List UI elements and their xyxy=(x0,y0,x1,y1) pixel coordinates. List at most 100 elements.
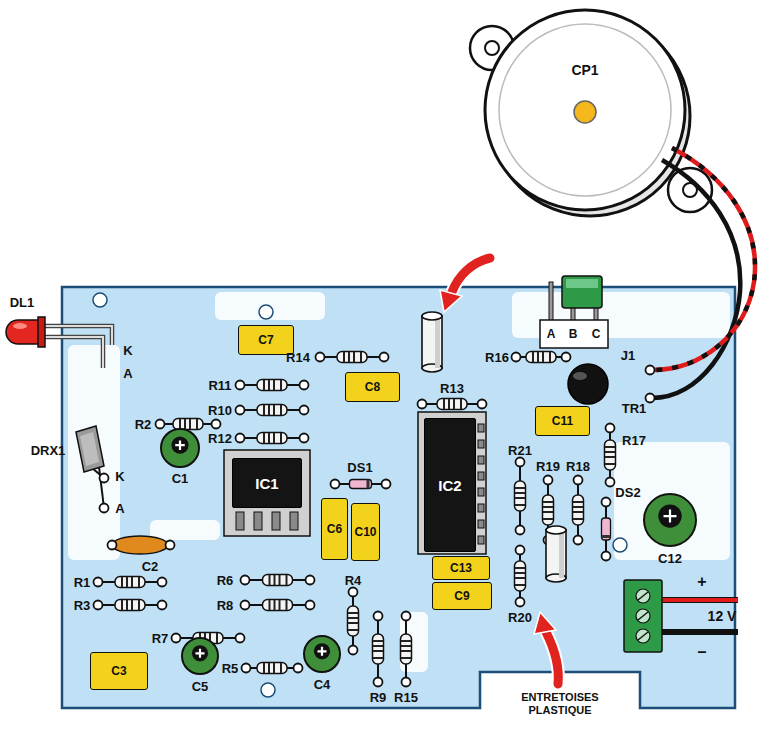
resistor-body-shape xyxy=(257,433,287,444)
resistor-body-shape xyxy=(115,600,145,611)
resistor-band xyxy=(401,645,411,647)
part-label: R5 xyxy=(222,662,239,675)
resistor-band xyxy=(126,577,128,587)
ic-pin xyxy=(272,512,280,530)
resistor-band xyxy=(573,518,583,520)
resistor-body-shape xyxy=(515,481,526,511)
resistor-symbol xyxy=(373,612,384,687)
solder-pad xyxy=(306,576,315,585)
part-label: CP1 xyxy=(571,63,598,77)
solder-pad xyxy=(100,504,109,513)
solder-pad xyxy=(300,381,309,390)
solder-pad xyxy=(606,478,615,487)
polyester-capacitor: C10 xyxy=(351,503,380,561)
arrow-outline xyxy=(546,632,558,684)
component-label: C6 xyxy=(327,523,342,535)
arrow-shaft xyxy=(546,632,558,684)
part-label: B xyxy=(569,328,578,340)
resistor-band xyxy=(373,650,383,652)
pointer-arrow xyxy=(440,258,490,312)
resistor-band xyxy=(605,456,615,458)
led-body xyxy=(6,320,40,344)
resistor-band xyxy=(273,405,275,415)
electrolytic-capacitor xyxy=(161,429,199,467)
solder-pad xyxy=(562,353,571,362)
part-label: R16 xyxy=(485,351,509,364)
electrolytic-capacitor xyxy=(304,636,340,672)
resistor-symbol xyxy=(241,600,315,611)
part-label: A xyxy=(547,328,556,340)
resistor-band xyxy=(273,433,275,443)
diode-symbol xyxy=(331,480,391,489)
resistor-band xyxy=(515,572,525,574)
solder-pad xyxy=(646,366,655,375)
resistor-body-shape xyxy=(543,495,554,525)
capacitor-top xyxy=(171,437,188,454)
resistor-band xyxy=(373,657,383,659)
resistor-symbol xyxy=(236,405,309,416)
resistor-band xyxy=(401,640,411,642)
part-label: R9 xyxy=(370,691,387,704)
part-label: + xyxy=(697,574,706,590)
resistor-symbol xyxy=(316,352,389,363)
resistor-band xyxy=(286,600,288,610)
solder-pad xyxy=(108,541,117,550)
resistor-symbol xyxy=(515,546,526,607)
resistor-symbol xyxy=(94,600,167,611)
resistor-band xyxy=(263,380,265,390)
resistor-body-shape xyxy=(373,634,384,664)
ic-pin xyxy=(478,488,484,496)
solder-pad xyxy=(516,458,525,467)
ic-socket xyxy=(224,450,310,536)
piezo-buzzer xyxy=(470,10,712,216)
resistor-body-shape xyxy=(515,561,526,591)
resistor-band xyxy=(460,399,462,409)
diode-body-shape xyxy=(602,518,611,540)
part-label: K xyxy=(123,344,132,357)
resistor-body xyxy=(173,419,203,430)
component-label: C11 xyxy=(552,415,573,427)
diode-symbol xyxy=(602,498,611,561)
resistor-band xyxy=(273,663,275,673)
part-label: R8 xyxy=(217,599,234,612)
solder-pad xyxy=(646,394,655,403)
resistor-band xyxy=(515,577,525,579)
resistor-body-shape xyxy=(257,405,287,416)
resistor-band xyxy=(343,352,345,362)
part-label: C2 xyxy=(142,560,159,573)
ic-pin xyxy=(290,512,298,530)
resistor-body xyxy=(401,634,412,664)
resistor-body xyxy=(257,433,287,444)
copper-gap xyxy=(614,442,730,560)
component-label: C13 xyxy=(450,562,472,574)
resistor-band xyxy=(268,433,270,443)
transistor-highlight xyxy=(573,372,587,380)
ic-pin xyxy=(236,512,244,530)
mounting-hole xyxy=(259,305,273,319)
solder-pad xyxy=(512,353,521,362)
resistor-symbol xyxy=(605,424,616,487)
polyester-capacitor: C11 xyxy=(535,406,590,436)
resistor-symbol xyxy=(515,458,526,535)
standoff-top xyxy=(422,312,442,320)
integrated-circuit: IC2 xyxy=(424,418,476,552)
resistor-body xyxy=(115,577,145,588)
resistor-body xyxy=(115,600,145,611)
part-label: TR1 xyxy=(622,402,647,415)
resistor-body xyxy=(605,440,616,470)
resistor-band xyxy=(269,575,271,585)
screw-slot xyxy=(638,612,648,620)
led-lead xyxy=(44,337,103,368)
resistor-body-shape xyxy=(401,634,412,664)
solder-pad xyxy=(574,476,583,485)
solder-pad xyxy=(382,480,391,489)
arrow-outline xyxy=(452,258,490,292)
component-label: IC2 xyxy=(438,478,461,493)
resistor-band xyxy=(138,600,140,610)
resistor-band xyxy=(121,577,123,587)
part-label: C xyxy=(592,328,601,340)
solder-pad xyxy=(94,601,103,610)
standoff-body xyxy=(422,316,442,368)
polarity-mark xyxy=(318,647,327,656)
